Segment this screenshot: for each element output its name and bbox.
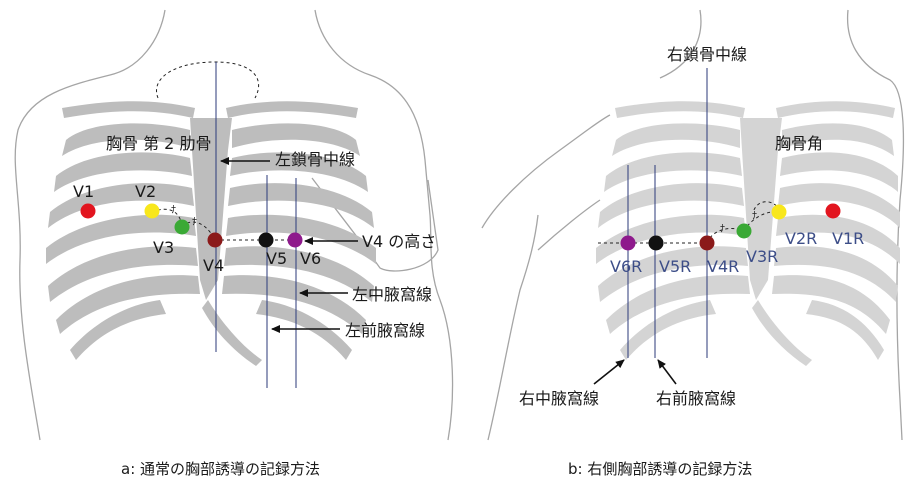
label-v6r: V6R [610, 257, 642, 276]
label-right-midaxillary: 右中腋窩線 [519, 389, 599, 408]
electrode-v4r [700, 236, 715, 251]
arrow-right-anterior-axillary [658, 360, 676, 384]
right-tick-2: ﾅ [752, 210, 757, 222]
label-v1r: V1R [832, 229, 864, 248]
label-left-anterior-axillary: 左前腋窩線 [345, 321, 425, 340]
electrode-v5r [649, 236, 664, 251]
left-tick-2: ﾅ [192, 216, 197, 228]
electrode-v2 [145, 204, 160, 219]
right-panel: ﾅ ﾅ V1R V2R V3R V4R V5R V6R 右鎖骨中線 胸骨角 右中… [482, 10, 903, 478]
electrode-v4 [208, 233, 223, 248]
left-sternal-angle-curve [157, 62, 259, 98]
electrode-v2r [772, 205, 787, 220]
label-sternal-angle: 胸骨角 [775, 134, 823, 153]
label-left-midclavicular: 左鎖骨中線 [275, 150, 355, 169]
electrode-v1 [81, 204, 96, 219]
caption-a: a: 通常の胸部誘導の記録方法 [121, 460, 320, 478]
label-right-midclavicular: 右鎖骨中線 [667, 45, 747, 64]
electrode-v1r [826, 204, 841, 219]
electrode-v6 [288, 233, 303, 248]
electrode-v3 [175, 220, 190, 235]
electrode-v6r [621, 236, 636, 251]
label-v3r: V3R [746, 247, 778, 266]
label-right-anterior-axillary: 右前腋窩線 [656, 389, 736, 408]
left-tick-1: ﾅ [171, 204, 176, 216]
label-v4r: V4R [707, 257, 739, 276]
label-v5r: V5R [659, 257, 691, 276]
label-v6: V6 [300, 249, 321, 268]
caption-b: b: 右側胸部誘導の記録方法 [568, 460, 752, 478]
arrow-right-midaxillary [594, 360, 624, 384]
electrode-v3r [737, 224, 752, 239]
label-v2r: V2R [785, 229, 817, 248]
label-v2: V2 [135, 182, 156, 201]
label-v5: V5 [266, 249, 287, 268]
label-v1: V1 [73, 182, 94, 201]
electrode-v5 [259, 233, 274, 248]
label-v4-level: V4 の高さ [362, 232, 436, 251]
label-v3: V3 [153, 238, 174, 257]
label-sternum-rib: 胸骨 第 2 肋骨 [106, 134, 211, 153]
left-panel: ﾅ ﾅ V1 V2 V3 V4 V5 V6 胸骨 第 2 肋骨 左鎖骨中線 V4… [15, 10, 452, 478]
label-left-midaxillary: 左中腋窩線 [352, 285, 432, 304]
right-arm-outline [482, 115, 610, 250]
right-tick-1: ﾅ [720, 223, 725, 235]
label-v4: V4 [203, 256, 224, 275]
